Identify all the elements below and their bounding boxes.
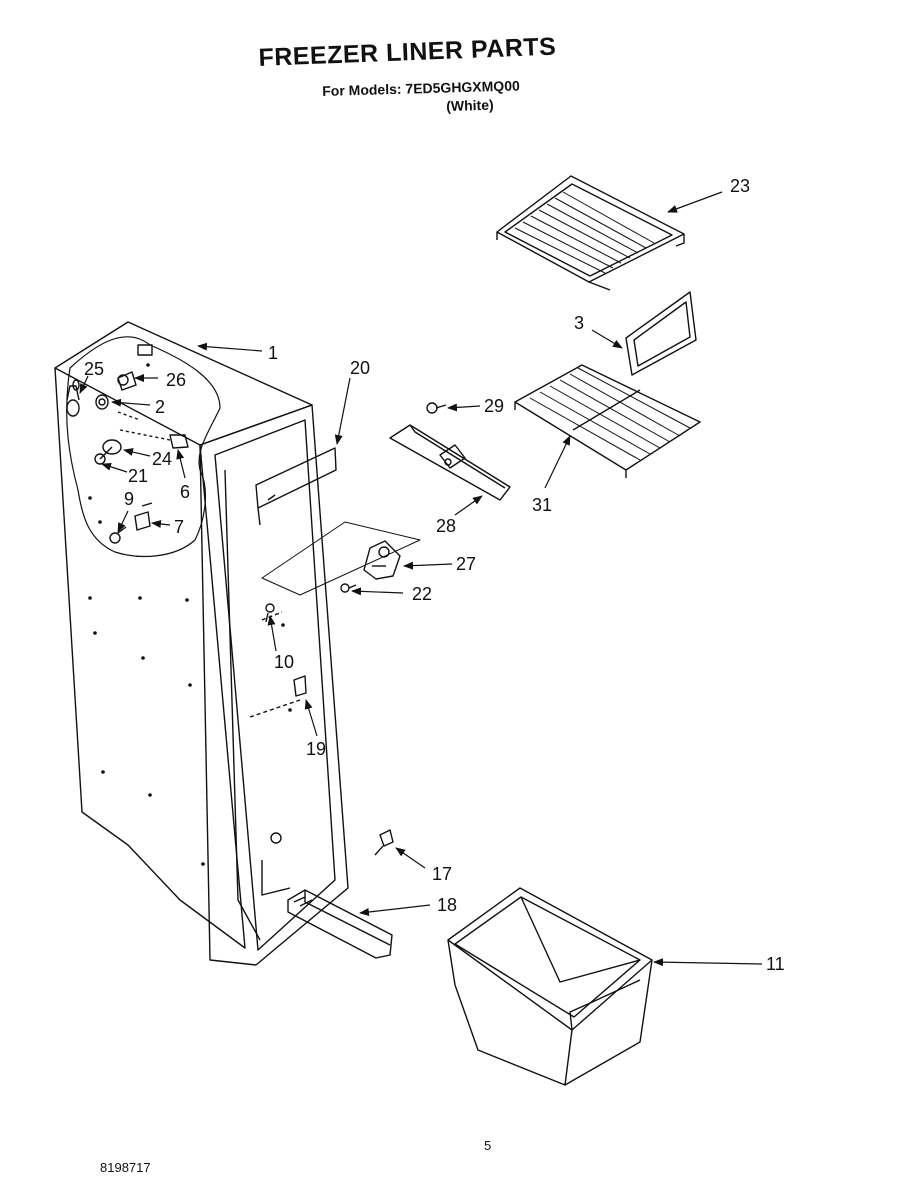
callout-24: 20 [350,358,370,378]
callout-25: 25 [84,359,104,379]
callout-2: 2 [155,397,165,417]
callout-22: 22 [412,584,432,604]
light-and-control-components [66,371,189,544]
part-28-support [389,424,511,501]
part-23-shelf [496,175,685,291]
callout-20: 21 [128,466,148,486]
callout-10: 10 [274,652,294,672]
part-10-screw [265,603,275,623]
callout-31: 31 [532,495,552,515]
part-17-trim [287,889,393,959]
callout-7: 7 [174,517,184,537]
callout-23: 23 [730,176,750,196]
part-27-bracket [261,521,421,596]
part-18-screw [374,829,394,856]
part-22-screw [340,583,357,593]
part-3-frame [625,291,697,376]
freezer-liner [54,321,349,966]
callout-28: 28 [436,516,456,536]
callout-26: 26 [166,370,186,390]
callout-29: 29 [484,396,504,416]
callout-3: 3 [574,313,584,333]
callout-6: 6 [180,482,190,502]
callout-11: 11 [766,954,785,974]
callout-labels: 1 20 23 3 29 31 28 27 22 10 19 17 18 11 … [84,176,785,974]
part-29-screw [426,402,447,414]
callout-9: 9 [124,489,134,509]
part-31-shelf [514,364,701,478]
part-19-clip [293,675,307,697]
part-11-bin [447,887,653,1086]
callout-18: 17 [432,864,452,884]
callout-1: 1 [268,343,278,363]
callout-17: 18 [437,895,457,915]
part-24-trim [255,447,337,526]
page-number: 5 [484,1138,492,1153]
callout-21: 24 [152,449,172,469]
callout-19: 19 [306,739,326,759]
document-number: 8198717 [100,1160,151,1175]
leader-lines [79,191,763,967]
callout-27: 27 [456,554,476,574]
